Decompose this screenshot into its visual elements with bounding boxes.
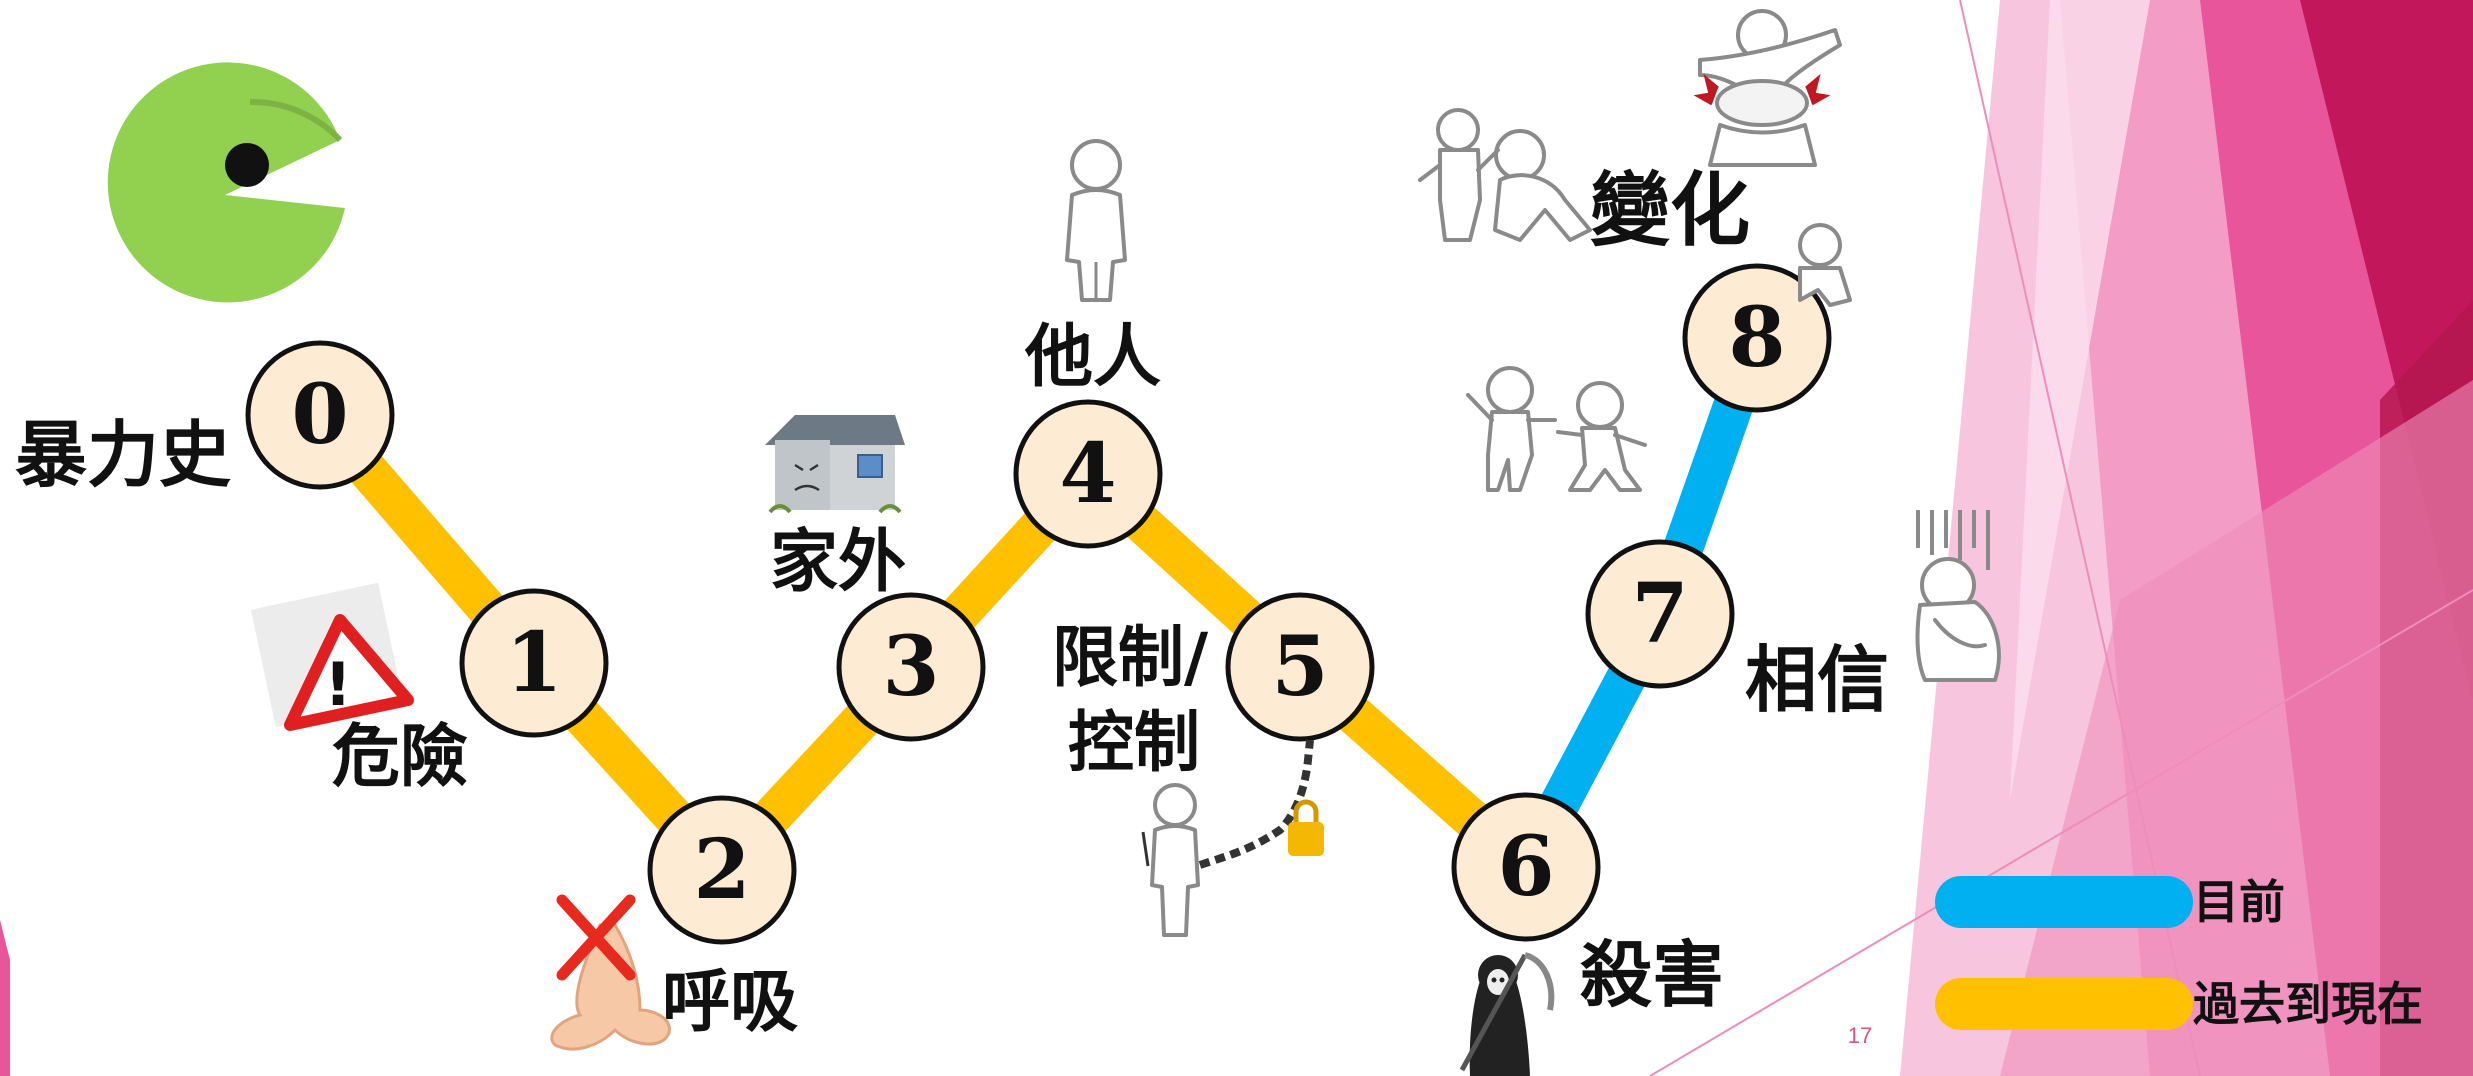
node-1: 1 — [459, 588, 609, 738]
hugging-people-icon — [1693, 9, 1842, 167]
sad-house-icon — [765, 415, 905, 514]
label-murder: 殺害 — [1580, 933, 1724, 1017]
label-breathing: 呼吸 — [662, 963, 798, 1042]
person-icon — [1065, 139, 1127, 302]
label-belief: 相信 — [1745, 638, 1889, 722]
legend-past-swatch — [1935, 978, 2193, 1030]
node-8: 8 — [1682, 263, 1832, 413]
warning-icon: ! — [250, 582, 414, 731]
legend-past-label: 過去到現在 — [2193, 977, 2423, 1031]
node-6: 6 — [1451, 792, 1601, 942]
legend: 目前 過去到現在 — [1935, 875, 2423, 1031]
page-number: 17 — [1848, 1023, 1872, 1048]
label-restrict-line2: 控制 — [1068, 704, 1200, 781]
node-label: 5 — [1271, 619, 1328, 715]
node-5: 5 — [1225, 592, 1375, 742]
node-label: 4 — [1059, 426, 1116, 522]
label-danger: 危險 — [332, 718, 468, 797]
node-label: 0 — [291, 367, 348, 463]
svg-text:!: ! — [324, 650, 351, 720]
node-7: 7 — [1585, 539, 1735, 689]
fighting-people-icon — [1418, 108, 1592, 242]
node-3: 3 — [836, 592, 986, 742]
node-label: 8 — [1728, 290, 1785, 386]
node-label: 2 — [693, 822, 750, 918]
fighting-people-icon — [1466, 366, 1647, 492]
node-4: 4 — [1013, 399, 1163, 549]
label-others: 他人 — [1024, 318, 1161, 397]
label-change: 變化 — [1590, 164, 1750, 257]
node-label: 7 — [1631, 566, 1688, 662]
node-0: 0 — [245, 340, 395, 490]
label-outside-home: 家外 — [770, 523, 906, 602]
chained-person-icon — [1141, 739, 1324, 937]
legend-current-swatch — [1935, 876, 2193, 928]
node-label: 6 — [1497, 819, 1554, 915]
node-label: 3 — [882, 619, 939, 715]
no-nose-icon — [550, 894, 671, 1051]
legend-current-label: 目前 — [2193, 875, 2285, 929]
label-violence-history: 暴力史 — [15, 413, 231, 497]
label-restrict-line1: 限制/ — [1052, 619, 1209, 696]
pacman-icon — [107, 62, 345, 303]
node-2: 2 — [647, 795, 797, 945]
sad-sitting-person-icon — [1915, 510, 2001, 682]
person-icon — [1798, 223, 1852, 307]
node-label: 1 — [505, 615, 562, 711]
grim-reaper-icon — [1459, 952, 1555, 1076]
